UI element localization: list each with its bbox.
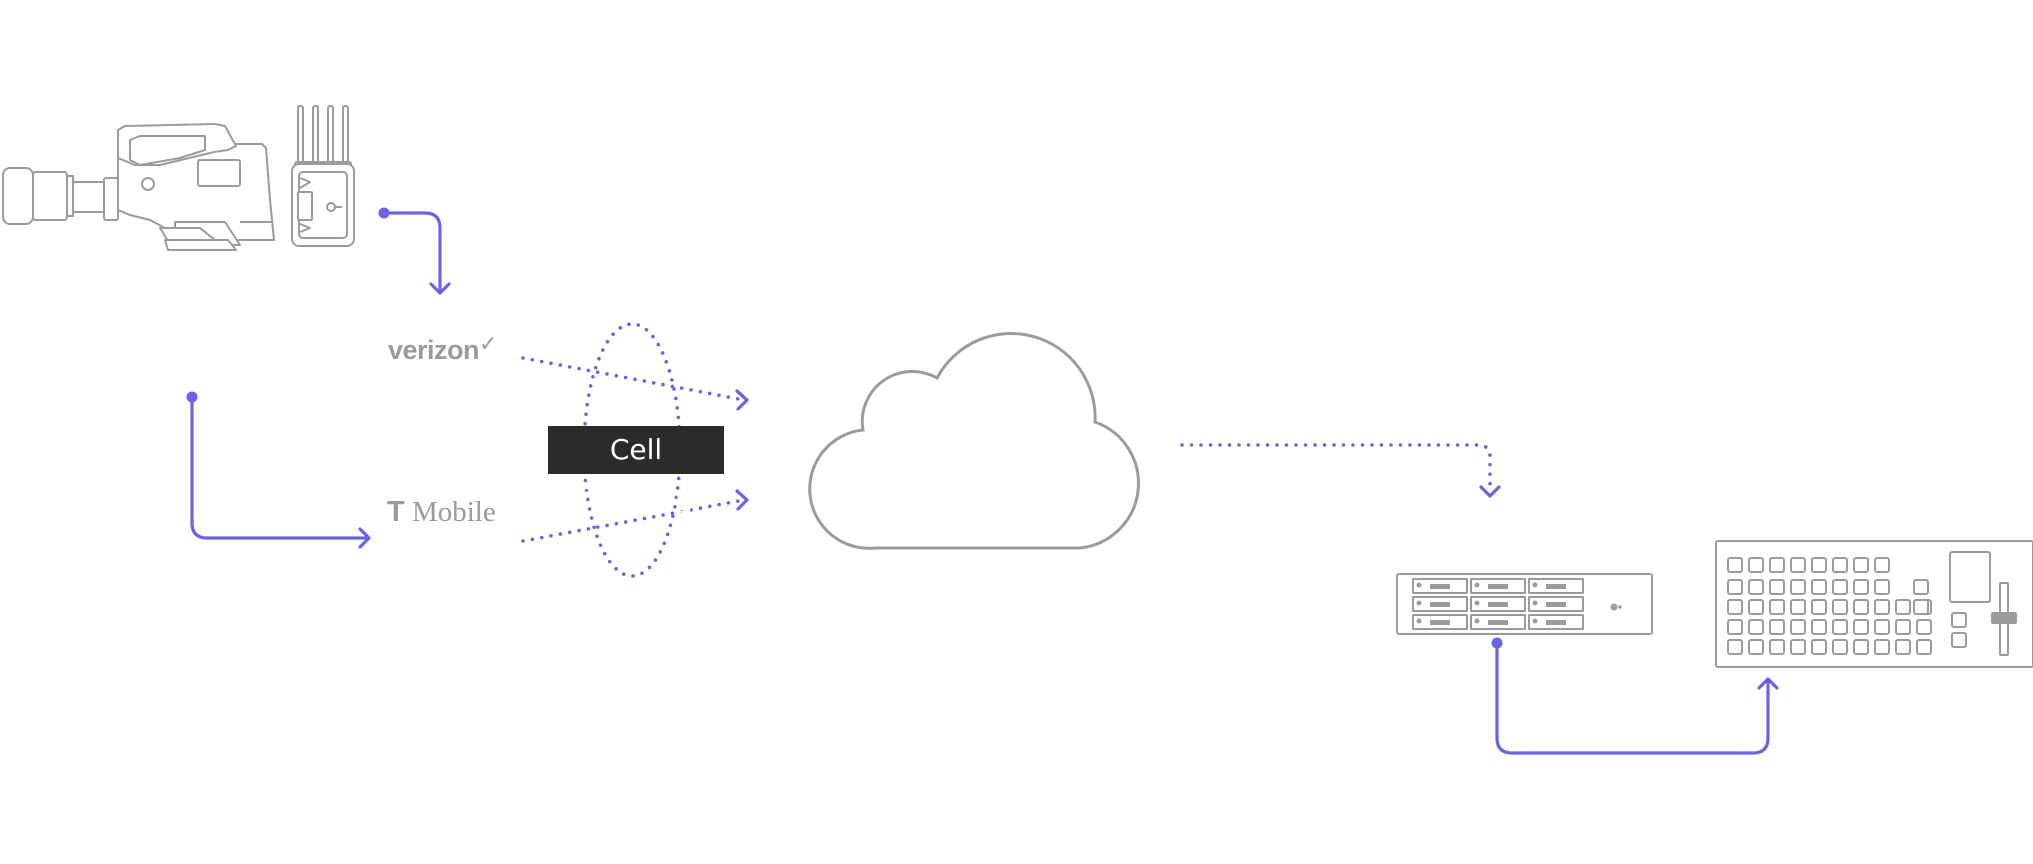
slot-handle — [1430, 602, 1450, 607]
switcher-key — [1748, 599, 1764, 615]
switcher-key — [1916, 619, 1932, 635]
switcher-key — [1874, 579, 1890, 595]
output-connector — [1491, 637, 1779, 755]
switcher-key — [1811, 557, 1827, 573]
slot-handle — [1430, 584, 1450, 589]
slot-handle — [1488, 584, 1508, 589]
switcher-key — [1951, 612, 1967, 628]
cloud-icon — [808, 332, 1140, 550]
tmobile-logo: T Mobile — [387, 496, 496, 529]
slot-led — [1532, 618, 1538, 624]
slot-handle — [1546, 584, 1566, 589]
switcher-key — [1832, 619, 1848, 635]
switcher-key — [1748, 557, 1764, 573]
switcher-key — [1913, 579, 1929, 595]
slot-handle — [1488, 602, 1508, 607]
receiver-server-icon — [1396, 573, 1653, 635]
slot-handle — [1546, 620, 1566, 625]
switcher-key — [1790, 579, 1806, 595]
switcher-key — [1853, 619, 1869, 635]
switcher-key — [1811, 579, 1827, 595]
switcher-key — [1832, 599, 1848, 615]
slot-led — [1532, 582, 1538, 588]
switcher-key — [1727, 639, 1743, 655]
switcher-key — [1832, 579, 1848, 595]
switcher-key — [1727, 557, 1743, 573]
slot-handle — [1488, 620, 1508, 625]
tmobile-wordmark: Mobile — [411, 496, 496, 528]
switcher-key — [1874, 639, 1890, 655]
cell-link-top — [521, 356, 749, 411]
verizon-logo: verizon✓ — [388, 331, 497, 366]
camera-uplink-connector — [378, 207, 451, 295]
tmobile-t-icon: T — [387, 496, 405, 528]
switcher-key — [1895, 639, 1911, 655]
switcher-key — [1790, 557, 1806, 573]
slot-led — [1474, 600, 1480, 606]
switcher-key — [1811, 599, 1827, 615]
switcher-key — [1853, 557, 1869, 573]
switcher-key — [1769, 639, 1785, 655]
switcher-key — [1874, 557, 1890, 573]
production-switcher-icon — [1715, 540, 2033, 668]
slot-led — [1532, 600, 1538, 606]
slot-led — [1416, 600, 1422, 606]
slot-led — [1416, 582, 1422, 588]
switcher-key — [1769, 619, 1785, 635]
switcher-key — [1916, 639, 1932, 655]
switcher-key — [1874, 619, 1890, 635]
switcher-key — [1769, 557, 1785, 573]
switcher-key — [1727, 599, 1743, 615]
switcher-key — [1874, 599, 1890, 615]
switcher-key — [1895, 619, 1911, 635]
switcher-key — [1790, 599, 1806, 615]
switcher-key — [1748, 579, 1764, 595]
switcher-key — [1853, 639, 1869, 655]
slot-led — [1416, 618, 1422, 624]
switcher-key — [1913, 599, 1929, 615]
switcher-key — [1895, 599, 1911, 615]
cellular-transmitter-icon — [291, 105, 355, 247]
switcher-key — [1748, 619, 1764, 635]
switcher-key — [1790, 639, 1806, 655]
cloud-downlink — [1180, 443, 1501, 498]
switcher-key — [1748, 639, 1764, 655]
slot-led — [1474, 618, 1480, 624]
switcher-key — [1811, 619, 1827, 635]
cell-bonding-label: Cell Bonding — [548, 426, 724, 514]
feed-connector — [186, 391, 371, 549]
switcher-key — [1811, 639, 1827, 655]
switcher-key — [1769, 599, 1785, 615]
switcher-key — [1853, 599, 1869, 615]
switcher-key — [1832, 639, 1848, 655]
switcher-key — [1951, 632, 1967, 648]
cell-link-bottom — [521, 489, 749, 543]
switcher-key — [1769, 579, 1785, 595]
switcher-key — [1727, 619, 1743, 635]
switcher-key — [1832, 557, 1848, 573]
switcher-key — [1727, 579, 1743, 595]
switcher-key — [1853, 579, 1869, 595]
slot-handle — [1546, 602, 1566, 607]
slot-led — [1474, 582, 1480, 588]
verizon-check-icon: ✓ — [479, 331, 497, 356]
verizon-wordmark: verizon — [388, 335, 480, 365]
slot-handle — [1430, 620, 1450, 625]
switcher-key — [1790, 619, 1806, 635]
broadcast-camera-icon — [2, 123, 275, 251]
